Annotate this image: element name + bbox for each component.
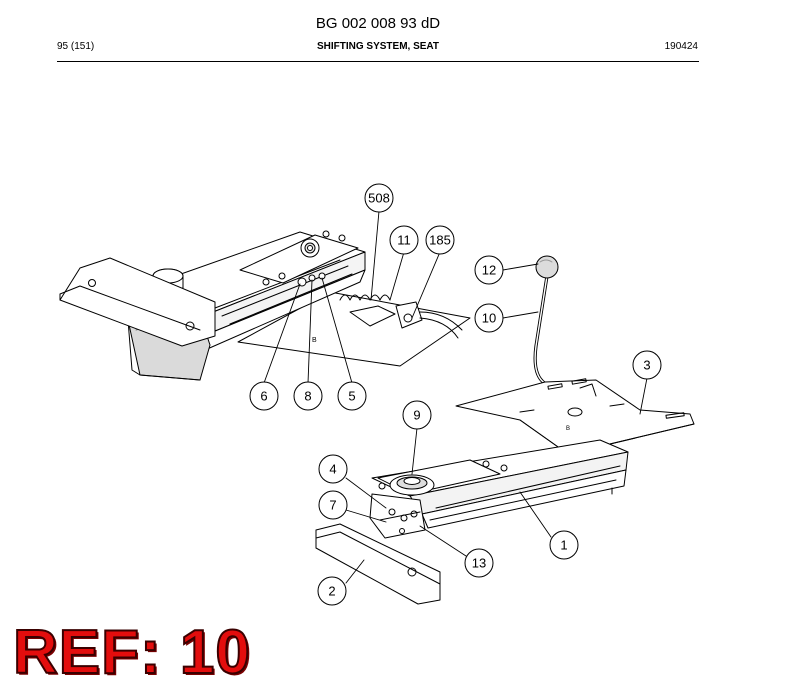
callout-1 [549, 530, 579, 560]
callout-2 [317, 576, 347, 606]
callout-label-185: 185 [429, 233, 451, 248]
callout-label-3: 3 [643, 358, 650, 373]
callout-bubbles [249, 183, 662, 606]
callout-numbers: 508 11 185 12 10 6 8 5 3 9 4 7 1 13 2 [260, 191, 650, 599]
callout-label-2: 2 [328, 584, 335, 599]
upper-assembly: B [59, 230, 471, 381]
ref-label: REF: 10 [12, 617, 251, 688]
callout-7 [318, 490, 348, 520]
callout-5 [337, 381, 367, 411]
callout-11 [389, 225, 419, 255]
callout-label-5: 5 [348, 389, 355, 404]
callout-12 [474, 255, 504, 285]
callout-8 [293, 381, 323, 411]
callout-label-508: 508 [368, 191, 390, 206]
document-id: BG 002 008 93 dD [315, 15, 441, 32]
callout-label-6: 6 [260, 389, 267, 404]
seat-plate: B [455, 378, 695, 455]
callout-label-7: 7 [329, 498, 336, 513]
callout-6 [249, 381, 279, 411]
callout-label-9: 9 [413, 408, 420, 423]
lever [533, 255, 559, 386]
callout-label-1: 1 [560, 538, 567, 553]
callout-label-8: 8 [304, 389, 311, 404]
callout-10 [474, 303, 504, 333]
leader-lines [263, 210, 648, 584]
callout-label-10: 10 [482, 311, 496, 326]
callout-4 [318, 454, 348, 484]
callout-3 [632, 350, 662, 380]
svg-text:B: B [312, 337, 317, 344]
lower-assembly [315, 439, 629, 605]
callout-label-11: 11 [397, 233, 411, 248]
header-rule [57, 61, 699, 62]
svg-text:B: B [566, 426, 570, 432]
callout-185 [425, 225, 455, 255]
callout-label-13: 13 [472, 556, 486, 571]
callout-label-4: 4 [329, 462, 336, 477]
page-number: 95 (151) [57, 41, 95, 52]
section-title: SHIFTING SYSTEM, SEAT [316, 41, 440, 52]
callout-9 [402, 400, 432, 430]
callout-13 [464, 548, 494, 578]
callout-label-12: 12 [482, 263, 496, 278]
document-date: 190424 [664, 41, 698, 52]
callout-508 [364, 183, 394, 213]
